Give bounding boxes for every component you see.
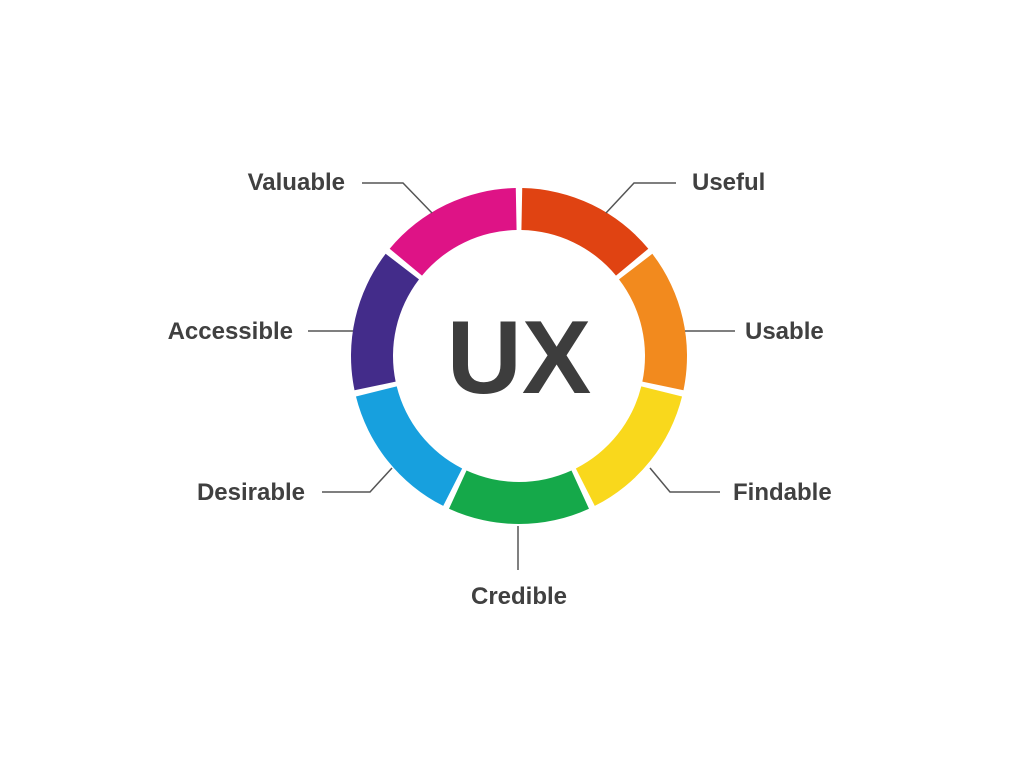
segment-desirable [355, 386, 463, 506]
labels: Useful Usable Findable Credible Desirabl… [168, 169, 832, 610]
leader-useful [605, 182, 676, 214]
segment-valuable [389, 188, 517, 276]
label-findable: Findable [733, 479, 832, 506]
segment-findable [575, 386, 683, 506]
center-title: UX [447, 300, 591, 416]
segment-usable [619, 253, 688, 391]
leader-valuable [362, 182, 433, 214]
label-usable: Usable [745, 318, 824, 345]
label-valuable: Valuable [248, 169, 345, 196]
ring [351, 188, 688, 524]
label-credible: Credible [471, 583, 567, 610]
label-accessible: Accessible [168, 318, 293, 345]
label-desirable: Desirable [197, 479, 305, 506]
leader-lines [308, 182, 735, 570]
segment-useful [521, 188, 649, 276]
segment-accessible [351, 253, 419, 391]
segment-credible [449, 470, 589, 524]
leader-findable [649, 467, 720, 493]
label-useful: Useful [692, 169, 765, 196]
leader-desirable [322, 467, 393, 493]
